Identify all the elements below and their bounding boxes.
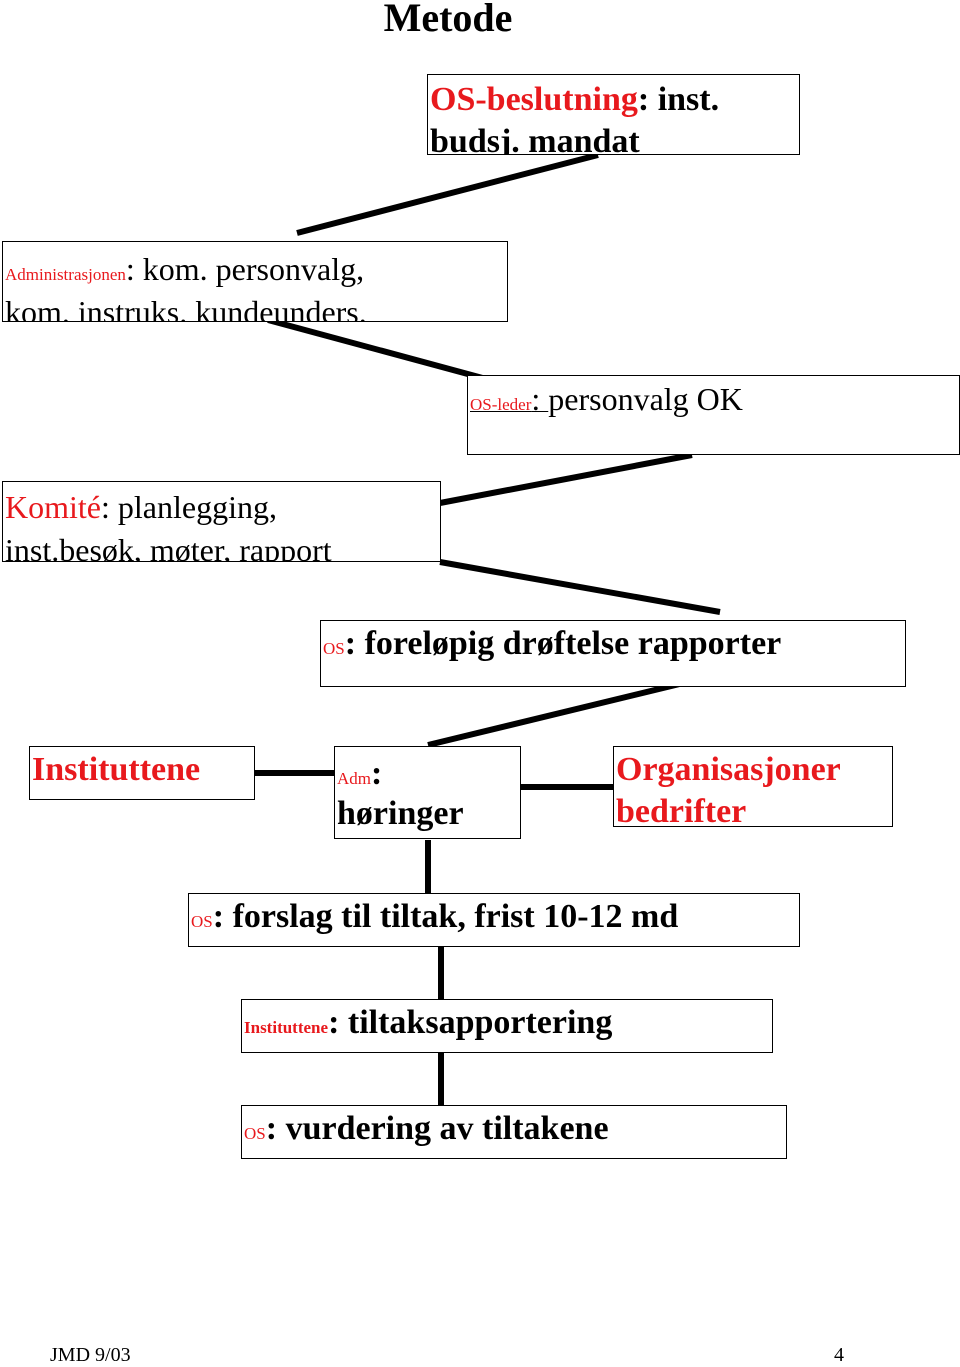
footer-page-number: 4: [834, 1344, 844, 1366]
node-separator: :: [100, 489, 118, 525]
node-head: Komité: [5, 489, 101, 525]
connector-administrasjonen-osleder: [267, 317, 491, 383]
connector-droftelse-adm: [427, 678, 693, 748]
node-head: Organisasjoner: [616, 751, 841, 788]
node-head: OS: [191, 912, 213, 931]
node-head: Instituttene: [244, 1018, 329, 1037]
node-separator: :: [637, 81, 658, 118]
node-os-vurdering: OS: vurdering av tiltakene: [241, 1105, 787, 1159]
node-os-forslag: OS: forslag til tiltak, frist 10-12 md: [188, 893, 800, 947]
node-head: Instituttene: [32, 751, 201, 788]
node-komite: Komité: planlegging, inst.besøk, møter, …: [2, 481, 441, 562]
node-separator: :: [212, 898, 233, 935]
footer-left: JMD 9/03: [50, 1344, 131, 1366]
node-os-droftelse: OS: foreløpig drøftelse rapporter: [320, 620, 906, 687]
node-os-leder: OS-leder: personvalg OK: [467, 375, 960, 455]
node-head: Adm: [337, 769, 371, 788]
node-text-line2: bedrifter: [616, 793, 747, 827]
node-text-line2: kom. instruks. kundeunders.: [5, 294, 367, 322]
page-title: Metode: [383, 0, 513, 40]
node-text-line2: budsj. mandat: [430, 123, 640, 155]
node-adm-horinger: Adm: høringer: [334, 746, 521, 839]
node-separator: :: [371, 755, 383, 792]
node-head: OS: [244, 1124, 266, 1143]
node-separator: :: [125, 251, 143, 287]
node-head: OS-leder: [470, 395, 532, 414]
node-separator: :: [265, 1110, 286, 1147]
node-text: inst.: [657, 81, 720, 118]
node-text: vurdering av tiltakene: [285, 1110, 609, 1147]
node-text: personvalg OK: [548, 381, 743, 417]
node-separator: :: [344, 625, 365, 662]
node-os-beslutning: OS-beslutning: inst. budsj. mandat: [427, 74, 800, 155]
connector-osleder-komite: [439, 452, 693, 506]
connector-komite-droftelse: [439, 559, 721, 615]
node-text: planlegging,: [117, 489, 277, 525]
connector-beslutning-administrasjonen: [296, 152, 599, 236]
node-organisasjoner: Organisasjoner bedrifter: [613, 746, 893, 827]
node-text-line2: høringer: [337, 795, 464, 832]
node-text: tiltaksapportering: [347, 1004, 613, 1041]
node-text-line2: inst.besøk, møter, rapport: [5, 532, 332, 562]
node-administrasjonen: Administrasjonen: kom. personvalg, kom. …: [2, 241, 508, 322]
node-head: Administrasjonen: [5, 265, 126, 284]
node-text: kom. personvalg,: [142, 251, 365, 287]
node-head: OS-beslutning: [430, 81, 638, 118]
node-inst-rapportering: Instituttene: tiltaksapportering: [241, 999, 773, 1053]
node-text: forslag til tiltak, frist 10-12 md: [232, 898, 679, 935]
node-instituttene: Instituttene: [29, 746, 255, 800]
node-text: foreløpig drøftelse rapporter: [364, 625, 782, 662]
node-head: OS: [323, 639, 345, 658]
node-separator: :: [531, 381, 549, 417]
node-separator: :: [328, 1004, 348, 1041]
